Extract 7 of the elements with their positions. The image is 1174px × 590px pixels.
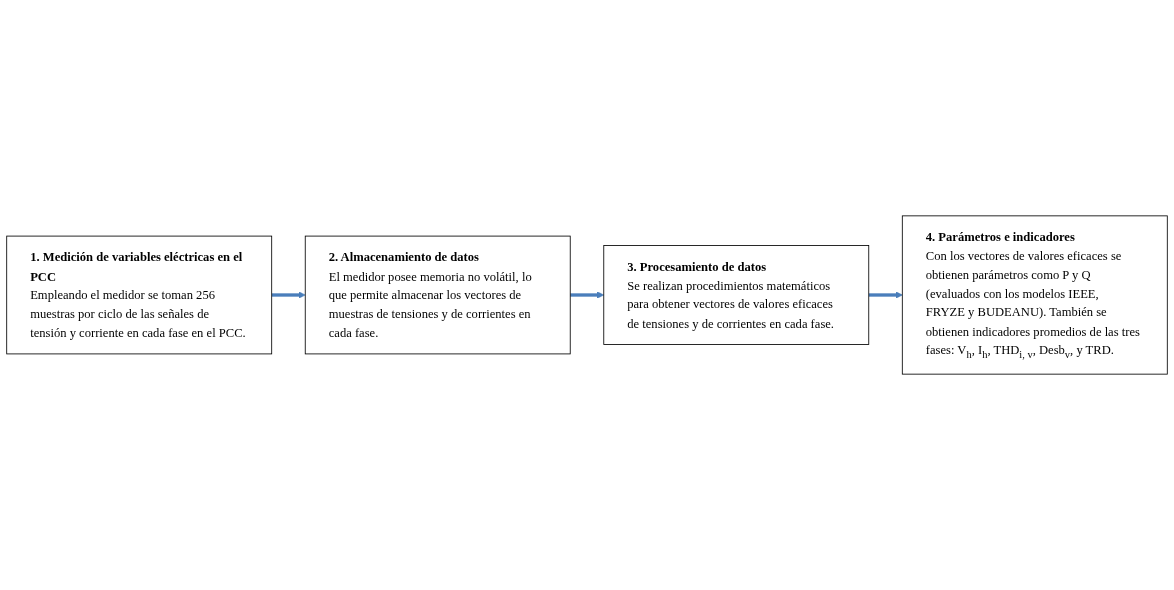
arrow — [271, 291, 306, 299]
node-box: 2. Almacenamiento de datos El medidor posee memoria no volátil, lo que permite almacenar los vectores de muestras de tensiones y de corrientes en cada fase. — [304, 235, 571, 355]
node-box: 1. Medición de variables eléctricas en el PCC Empleando el medidor se toman 256 muestras por ciclo de las señales de tensión y corriente en cada fase en el PCC. — [6, 235, 273, 355]
node-box: 4. Parámetros e indicadores Con los vectores de valores eficaces se obtienen parámetros como P y Q (evaluados con los modelos IEEE, FRYZE y BUDEANU). También se obtienen indicadores promedios de las tres fases: V$_{h}$, I$_{h}$, THD$_{i, v}$, Desb$_{v}$, y TRD. — [901, 215, 1168, 375]
arrow — [868, 291, 903, 299]
node-box: 3. Procesamiento de datos Se realizan procedimientos matemáticos para obtener vectores de valores eficaces de tensiones y de corrientes en cada fase. — [603, 245, 870, 345]
arrow — [570, 291, 605, 299]
